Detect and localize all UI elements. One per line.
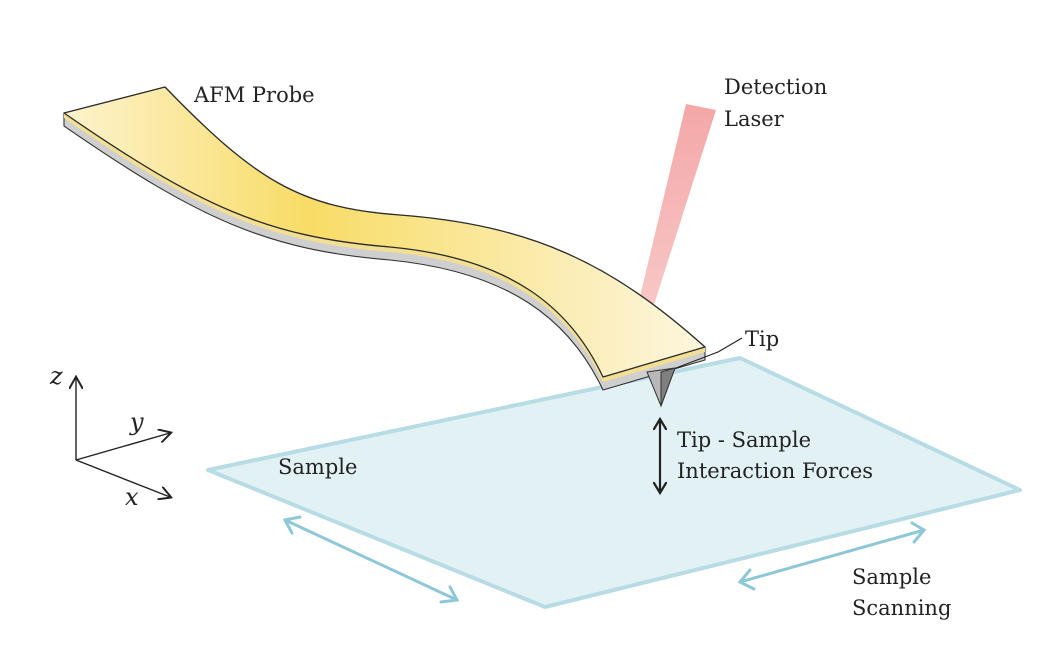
afm-probe-cantilever [63,86,706,378]
coordinate-axes [76,378,170,497]
laser-label-line1: Detection [724,75,827,99]
z-axis-label: z [49,362,63,390]
forces-label-line2: Interaction Forces [677,459,873,483]
sample-label: Sample [278,455,357,479]
tip-label: Tip [745,327,779,351]
interaction-force-arrow [652,416,668,496]
detection-laser-beam [632,104,716,330]
y-axis-label: y [129,408,144,436]
scan-arrow-left [282,515,460,604]
afm-tip [646,367,676,408]
scanning-label-line2: Scanning [852,596,951,620]
forces-label-line1: Tip - Sample [677,428,811,452]
tip-leader [675,337,743,369]
scanning-label-line1: Sample [852,565,931,589]
x-axis-label: x [125,483,139,511]
laser-label-line2: Laser [724,107,785,131]
sample-plane [206,356,1022,609]
scan-arrow-right [737,521,927,591]
probe-edge-layer [64,113,705,382]
afm-probe-label: AFM Probe [193,83,315,107]
